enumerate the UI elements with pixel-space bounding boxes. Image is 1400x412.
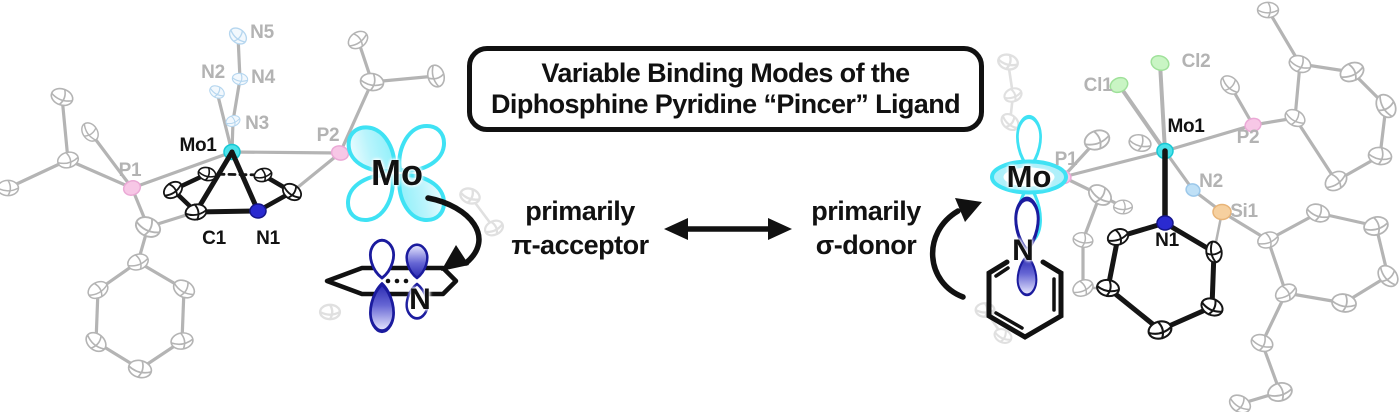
left-p1-atom	[122, 180, 142, 196]
atom-label-left-c1: C1	[202, 228, 226, 249]
atom-label-left-n1: N1	[256, 228, 280, 249]
atom-label-left-p2: P2	[316, 125, 340, 146]
pi-acceptor-label-line1: primarily	[525, 196, 635, 226]
atom-label-left-p1: P1	[118, 160, 142, 181]
right-p2-atom	[1244, 117, 1262, 133]
right-orbital-mo-label: Mo	[1006, 159, 1052, 194]
atom-label-right-n2: N2	[1199, 171, 1223, 192]
atom-label-right-mo1: Mo1	[1167, 116, 1205, 137]
right-bound-pyridine	[1094, 148, 1227, 343]
left-orbital-mo-label: Mo	[371, 152, 423, 193]
pi-acceptor-label-line2: π-acceptor	[511, 230, 649, 260]
atom-label-left-mo1: Mo1	[179, 135, 217, 156]
pyridine-ring-drawing	[986, 259, 1064, 340]
atom-label-left-n3: N3	[245, 113, 269, 134]
atom-label-left-n4: N4	[251, 67, 275, 88]
atom-label-right-n1: N1	[1155, 230, 1179, 251]
atom-label-left-n5: N5	[250, 22, 274, 43]
atom-label-right-cl2: Cl2	[1181, 51, 1211, 72]
right-crystal-structure	[974, 1, 1400, 412]
sigma-donation-arrow	[930, 198, 982, 300]
atom-label-left-n2: N2	[201, 62, 225, 83]
right-n2-atom	[1185, 183, 1201, 197]
right-si1-atom	[1212, 203, 1232, 221]
atom-label-right-si1: Si1	[1230, 201, 1258, 222]
right-cl1-atom	[1109, 76, 1129, 94]
left-n1-atom	[249, 203, 267, 219]
atom-label-right-p1: P1	[1054, 149, 1078, 170]
left-orbital-n-label: N	[409, 283, 431, 316]
equilibrium-arrow	[664, 218, 792, 240]
mo-d-orbital	[346, 124, 446, 222]
atom-label-right-p2: P2	[1236, 127, 1260, 148]
pyridine-pi-star-orbital	[324, 238, 459, 334]
title-line-1: Variable Binding Modes of the	[541, 58, 910, 88]
sigma-donor-label: primarily σ-donor	[756, 194, 976, 262]
sigma-donor-label-line1: primarily	[811, 196, 921, 226]
sigma-donor-orbital-scheme	[930, 114, 1068, 340]
pi-acceptor-orbital-scheme	[324, 124, 482, 334]
sigma-donor-label-line2: σ-donor	[815, 230, 917, 260]
left-crystal-structure	[0, 24, 507, 381]
left-faint-fragment	[318, 184, 507, 321]
pyridine-lone-pair-orbital	[986, 196, 1064, 340]
pi-acceptor-label: primarily π-acceptor	[470, 194, 690, 262]
title-line-2: Diphosphine Pyridine “Pincer” Ligand	[491, 89, 961, 119]
right-orbital-n-label: N	[1012, 234, 1034, 267]
atom-label-right-cl1: Cl1	[1083, 75, 1113, 96]
title-box: Variable Binding Modes of the Diphosphin…	[467, 46, 984, 132]
left-p2-atom	[330, 145, 350, 161]
left-bound-pyridine	[159, 149, 306, 223]
pi-backdonation-arrow	[425, 195, 482, 271]
right-cl2-atom	[1150, 54, 1170, 72]
right-n1-atom	[1156, 215, 1174, 231]
